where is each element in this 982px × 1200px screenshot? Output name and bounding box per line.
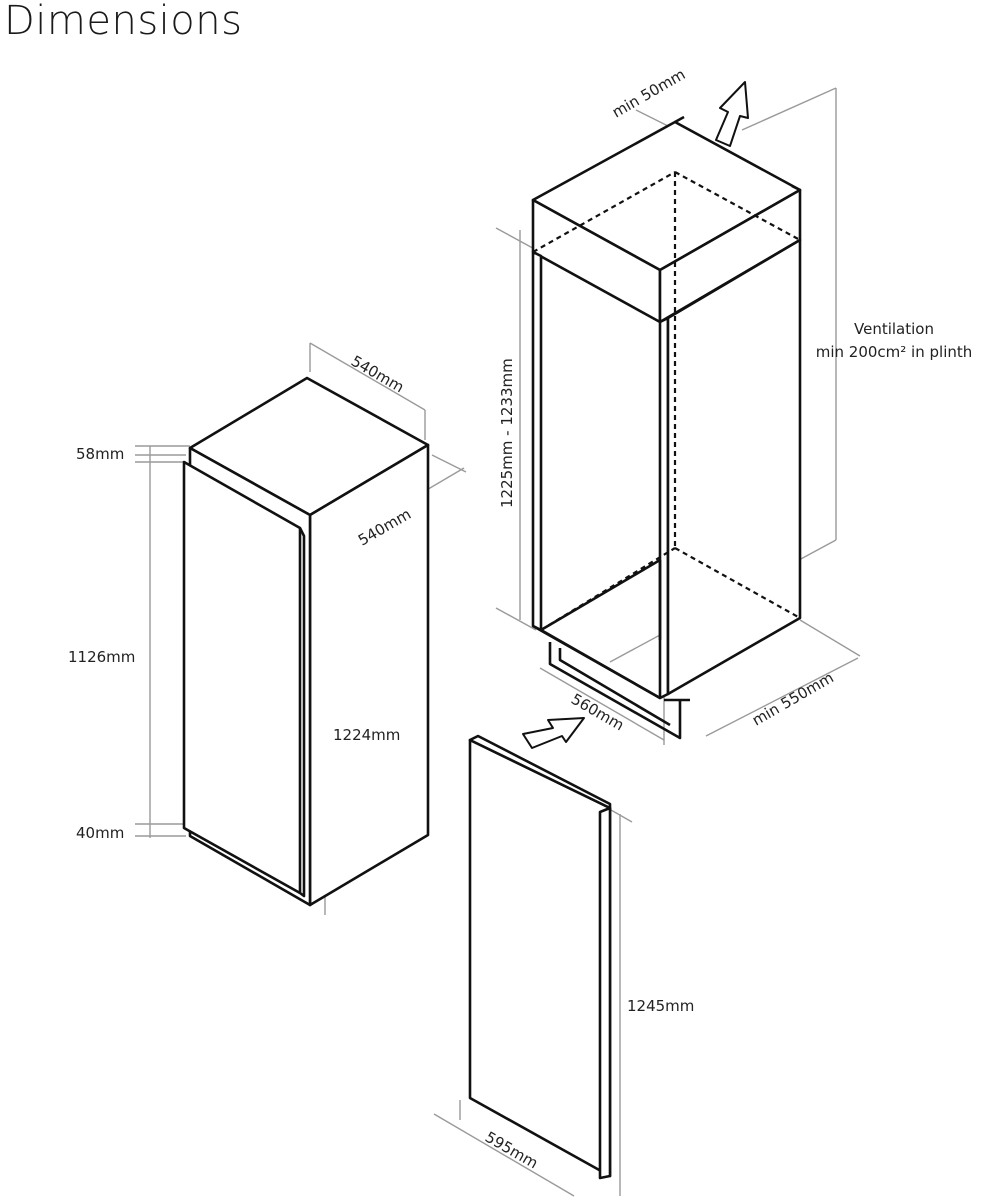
label-panel-width: 595mm xyxy=(482,1128,541,1173)
dim-line-niche-width xyxy=(539,667,665,741)
label-bottom-gap: 40mm xyxy=(76,824,124,842)
appliance-drawing xyxy=(135,342,467,915)
label-ventilation-2: min 200cm² in plinth xyxy=(816,343,973,361)
label-panel-height: 1245mm xyxy=(627,997,694,1015)
label-appliance-width: 540mm xyxy=(348,352,407,397)
ventilation-arrow-top xyxy=(715,81,749,147)
label-min-50: min 50mm xyxy=(609,65,688,121)
label-top-gap: 58mm xyxy=(76,445,124,463)
label-body-height: 1224mm xyxy=(333,726,400,744)
label-door-height: 1126mm xyxy=(68,648,135,666)
door-panel xyxy=(468,738,612,1178)
niche-plinth xyxy=(548,642,682,740)
label-ventilation-1: Ventilation xyxy=(854,320,934,338)
appliance-door xyxy=(182,460,306,898)
dim-line-panel-width xyxy=(433,1113,575,1197)
ventilation-arrow-bottom xyxy=(522,717,585,749)
door-panel-drawing xyxy=(433,734,633,1197)
dim-line-niche-depth xyxy=(705,657,859,737)
label-niche-depth: min 550mm xyxy=(749,668,837,729)
dim-line-vent-top xyxy=(741,87,837,131)
niche-right-wall xyxy=(666,238,802,696)
label-niche-height: 1225mm - 1233mm xyxy=(498,358,516,508)
dim-line-top-width xyxy=(309,342,426,411)
page-title: Dimensions xyxy=(4,0,243,44)
niche-drawing xyxy=(495,81,861,749)
